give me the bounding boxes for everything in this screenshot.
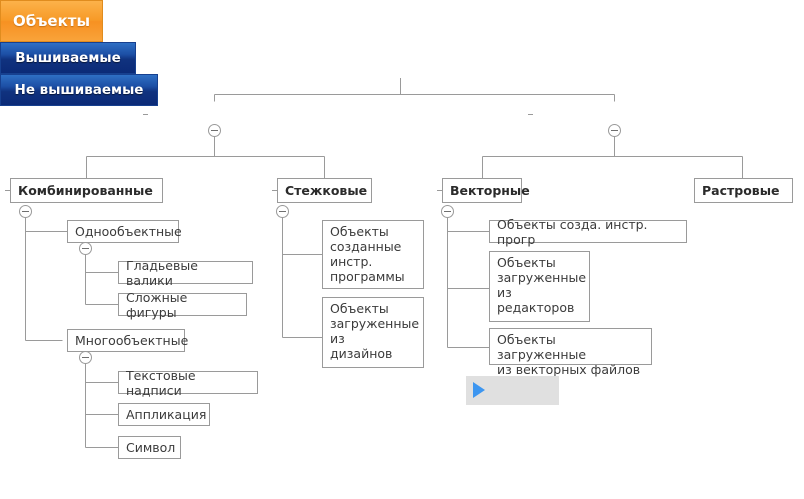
stub-left-vyshivaemye [143,114,148,115]
stub-left-ne-vyshivaemye [528,114,533,115]
play-control-panel[interactable] [466,376,559,405]
stub-left-kombinirovannye [5,190,10,191]
node-vyshivaemye[interactable]: Вышиваемые [0,42,136,74]
stub-left-odnoobektnye [62,231,67,232]
node-rastrovye[interactable]: Растровые [694,178,793,203]
stub-left-stezhkovye [272,190,277,191]
collapse-toggle-vyshivaemye[interactable] [208,124,221,137]
node-kombinirovannye[interactable]: Комбинированные [10,178,163,203]
node-stitch-created-by-program[interactable]: Объекты созданные инстр. программы [322,220,424,289]
node-ne-vyshivaemye[interactable]: Не вышиваемые [0,74,158,106]
collapse-toggle-odnoobektnye[interactable] [79,242,92,255]
node-stitch-loaded-from-designs[interactable]: Объекты загруженные из дизайнов [322,297,424,368]
collapse-toggle-vektornye[interactable] [441,205,454,218]
node-vektornye[interactable]: Векторные [442,178,530,203]
node-tekstovye-nadpisi[interactable]: Текстовые надписи [118,368,258,398]
node-gladievye-valiki[interactable]: Гладьевые валики [118,258,253,288]
collapse-toggle-kombinirovannye[interactable] [19,205,32,218]
node-odnoobektnye[interactable]: Однообъектные [67,220,182,243]
node-vector-created-by-program[interactable]: Объекты созда. инстр. прогр [489,217,687,247]
node-vector-loaded-from-vector-files[interactable]: Объекты загруженные из векторных файлов [489,328,652,377]
node-applikaciya[interactable]: Аппликация [118,403,210,426]
node-mnogoobektnye[interactable]: Многообъектные [67,329,188,352]
play-triangle-icon[interactable] [473,382,485,398]
node-stezhkovye[interactable]: Стежковые [277,178,372,203]
node-simvol[interactable]: Символ [118,436,181,459]
node-slozhnye-figury[interactable]: Сложные фигуры [118,290,247,320]
node-vector-loaded-from-editors[interactable]: Объекты загруженные из редакторов [489,251,590,322]
collapse-toggle-mnogoobektnye[interactable] [79,351,92,364]
stub-left-vektornye [437,190,442,191]
node-root-objects[interactable]: Объекты [0,0,103,42]
collapse-toggle-ne-vyshivaemye[interactable] [608,124,621,137]
collapse-toggle-stezhkovye[interactable] [276,205,289,218]
